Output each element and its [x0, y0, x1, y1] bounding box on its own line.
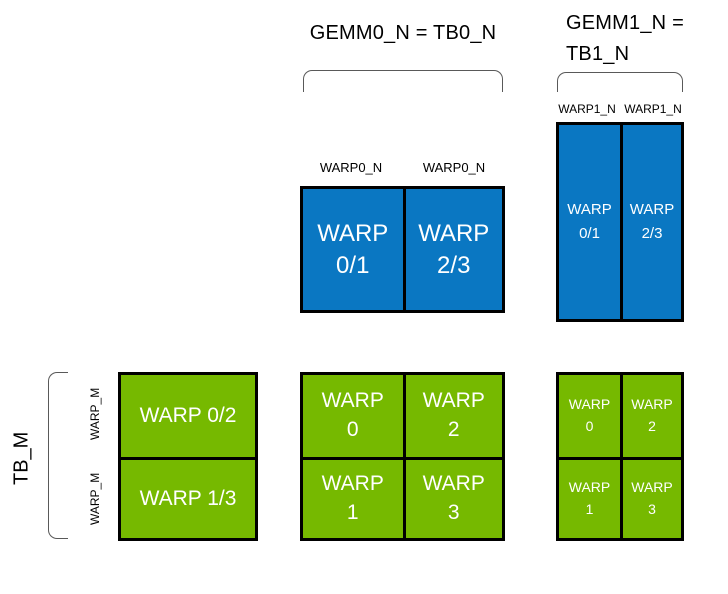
gemm1-title: GEMM1_N = TB1_N [566, 12, 684, 65]
warp1-n-label-col1: WARP1_N [624, 102, 682, 116]
warp-cell: WARP 1/3 [121, 456, 255, 538]
warp-m-label-row0: WARP_M [88, 387, 102, 441]
warp-cell: WARP 0/2 [121, 375, 255, 457]
warp-cell: WARP 1 [559, 456, 620, 538]
warp-cell: WARP 3 [620, 456, 681, 538]
warp-cell: WARP 2/3 [620, 125, 681, 319]
gemm0-title: GEMM0_N = TB0_N [309, 22, 497, 44]
warp0-n-label-col0: WARP0_N [319, 160, 383, 175]
warp-cell: WARP 0 [303, 375, 403, 457]
warp-cell: WARP 0 [559, 375, 620, 457]
warp-m-label-row1: WARP_M [88, 472, 102, 526]
warp-cell: WARP 0/1 [303, 189, 403, 310]
warp-cell: WARP 2 [402, 375, 502, 457]
gemm1-n-bracket [557, 72, 683, 92]
warp1-n-label-col0: WARP1_N [558, 102, 616, 116]
warp0-n-label-col1: WARP0_N [422, 160, 486, 175]
gemm0-output-block: WARP 0 WARP 2 WARP 1 WARP 3 [300, 372, 505, 541]
warp-cell: WARP 3 [402, 456, 502, 538]
tb-m-bracket [48, 372, 68, 539]
tb-m-label: TB_M [10, 431, 33, 485]
warp-cell: WARP 0/1 [559, 125, 620, 319]
warp-cell: WARP 2/3 [402, 189, 502, 310]
gemm0-n-bracket [303, 70, 503, 92]
warp-cell: WARP 2 [620, 375, 681, 457]
tb-left-block: WARP 0/2 WARP 1/3 [118, 372, 258, 541]
gemm1-accumulator-block: WARP 0/1 WARP 2/3 [556, 122, 684, 322]
gemm1-output-block: WARP 0 WARP 2 WARP 1 WARP 3 [556, 372, 684, 541]
warp-cell: WARP 1 [303, 456, 403, 538]
gemm0-accumulator-block: WARP 0/1 WARP 2/3 [300, 186, 505, 313]
